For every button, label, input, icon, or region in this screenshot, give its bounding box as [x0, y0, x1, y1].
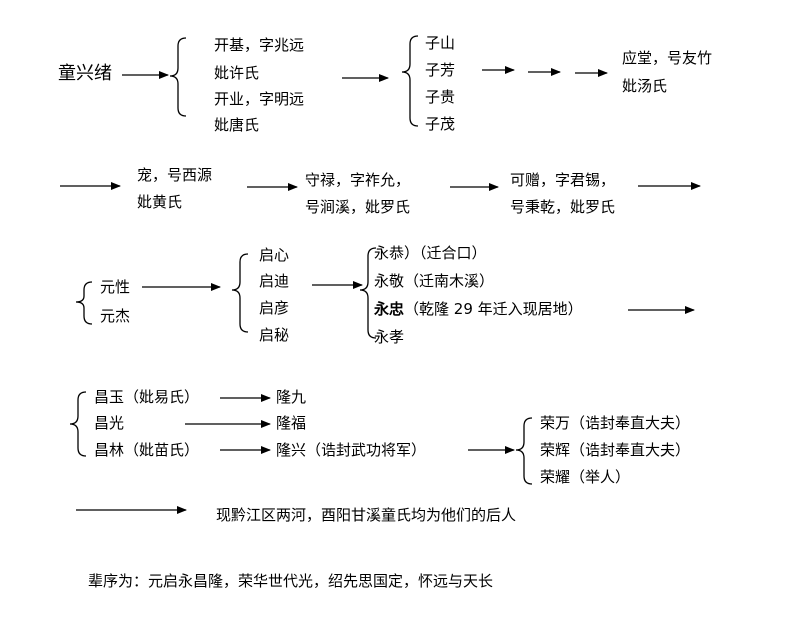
rong-item: 荣辉（诰封奉直大夫） [540, 441, 691, 459]
qi-item: 启秘 [259, 326, 290, 344]
shou-lu-spouse: 号涧溪，妣罗氏 [305, 198, 411, 216]
rong-item: 荣耀（举人） [540, 468, 631, 486]
long-item: 隆九 [276, 388, 307, 406]
shou-lu-name: 守禄，字祚允， [305, 171, 411, 189]
brace-chang [69, 391, 87, 457]
gen3-item: 子芳 [425, 61, 456, 79]
chang-item: 昌光 [94, 414, 125, 432]
qi-item: 启迪 [259, 272, 290, 290]
chong-spouse: 妣黄氏 [137, 193, 183, 211]
gen2-item: 开基，字兆远 [214, 36, 305, 54]
brace-gen2 [169, 37, 187, 117]
gen3-item: 子山 [425, 34, 456, 52]
qi-item: 启彦 [259, 299, 290, 317]
ke-zeng-spouse: 号秉乾，妣罗氏 [510, 198, 616, 216]
chang-item: 昌玉（妣易氏） [94, 388, 200, 406]
ying-tang-spouse: 妣汤氏 [622, 77, 668, 95]
long-item: 隆福 [276, 414, 307, 432]
brace-qi [231, 253, 249, 333]
yuan-item: 元性 [100, 278, 131, 296]
brace-yuan [75, 281, 93, 325]
yong-zhong: 永忠（乾隆 29 年迁入现居地） [374, 300, 583, 318]
brace-gen3 [401, 35, 419, 127]
gen3-item: 子茂 [425, 115, 456, 133]
ying-tang-name: 应堂，号友竹 [622, 49, 713, 67]
long-item: 隆兴（诰封武功将军） [276, 441, 427, 459]
rong-item: 荣万（诰封奉直大夫） [540, 414, 691, 432]
gen2-item: 妣唐氏 [214, 116, 260, 134]
yong-gong: 永恭）（迁合口） [374, 244, 487, 262]
chong-name: 宠，号西源 [137, 166, 213, 184]
brace-rong [515, 417, 533, 485]
yuan-item: 元杰 [100, 307, 131, 325]
gen2-item: 开业，字明远 [214, 90, 305, 108]
ancestor-name: 童兴绪 [58, 63, 112, 84]
yong-xiao: 永孝 [374, 328, 405, 346]
yong-jing: 永敬（迁南木溪） [374, 272, 495, 290]
qi-item: 启心 [259, 246, 290, 264]
yong-zhong-note: （乾隆 29 年迁入现居地） [404, 300, 583, 318]
gen2-item: 妣许氏 [214, 64, 260, 82]
ke-zeng-name: 可赠，字君锡， [510, 171, 616, 189]
gen3-item: 子贵 [425, 88, 456, 106]
chang-item: 昌林（妣苗氏） [94, 441, 200, 459]
yong-zhong-name: 永忠 [374, 300, 405, 318]
brace-yong [359, 247, 377, 339]
descendants-note: 现黔江区两河，酉阳甘溪童氏均为他们的后人 [216, 506, 517, 524]
generation-order-note: 辈序为：元启永昌隆，荣华世代光，绍先思国定，怀远与天长 [88, 572, 494, 590]
